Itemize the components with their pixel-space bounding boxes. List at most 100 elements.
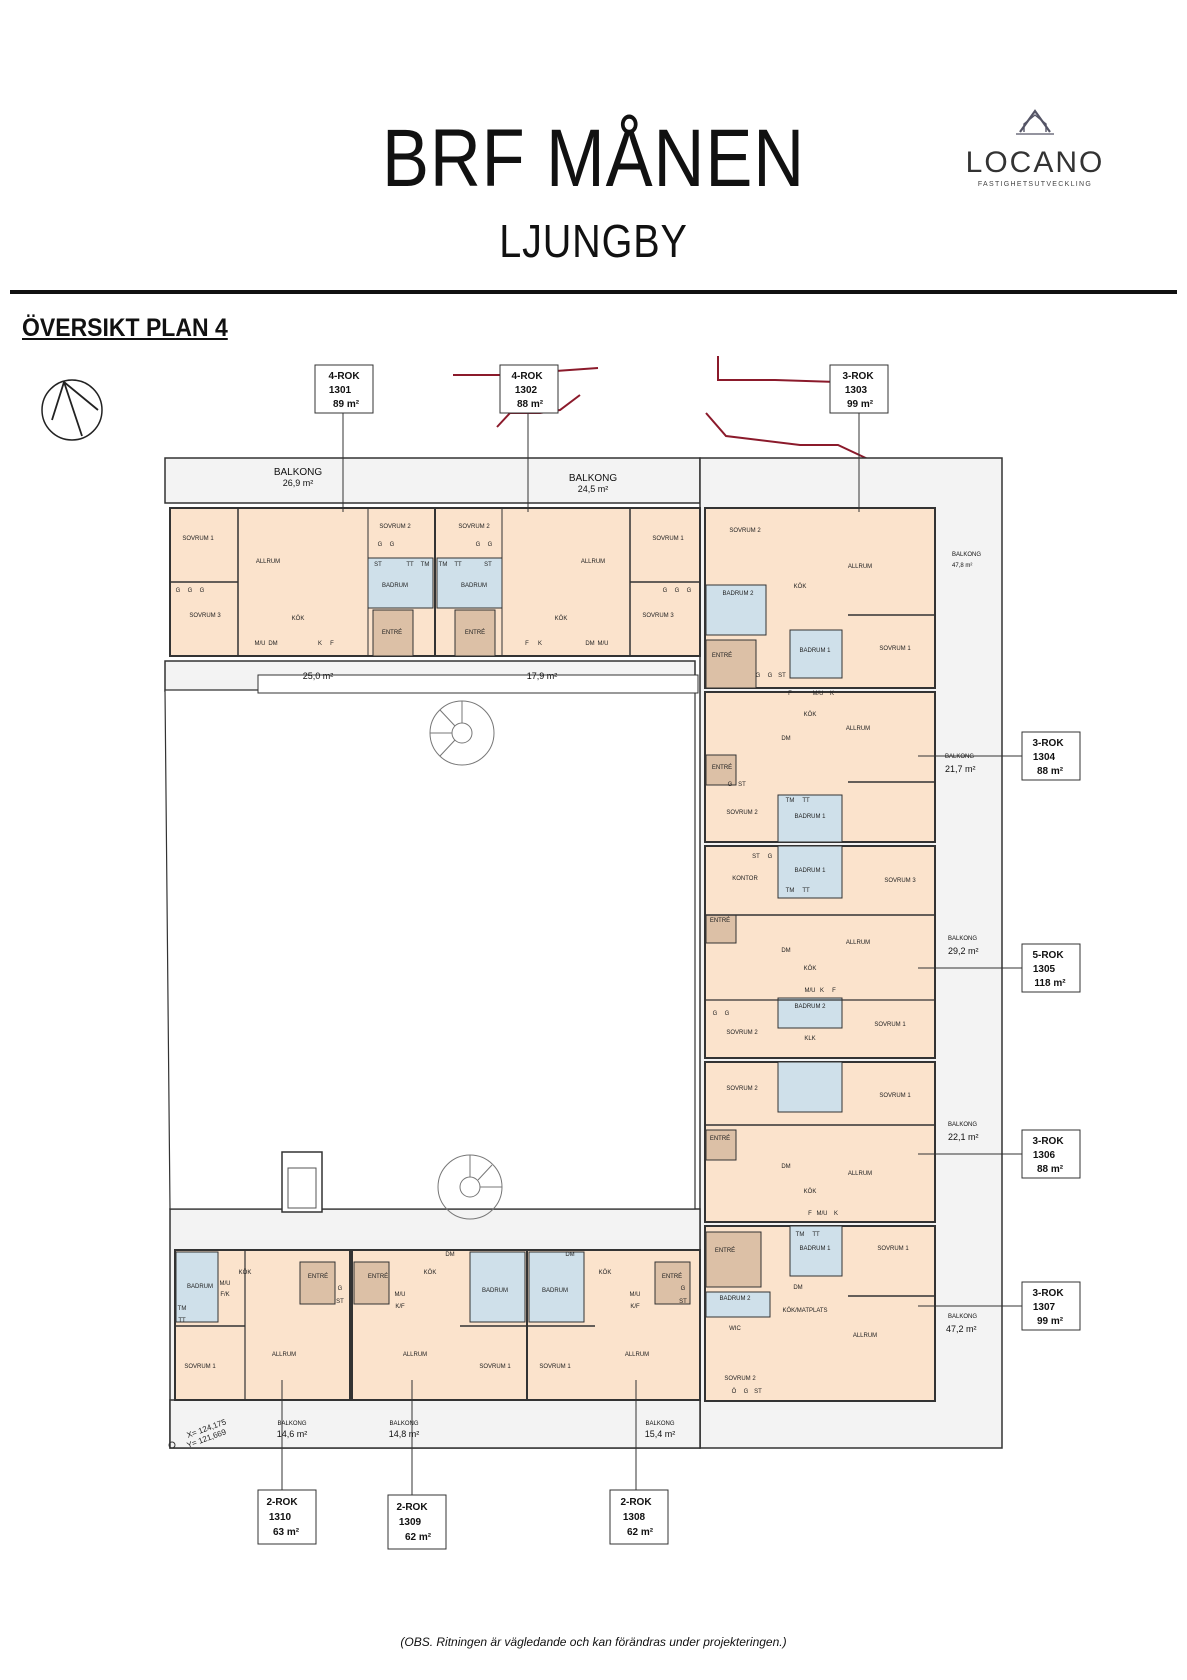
apartment-label-1304: 3-ROK 1304 88 m²	[918, 731, 1081, 781]
room-label: KÖK	[424, 1269, 437, 1276]
room-label: SOVRUM 1	[479, 1364, 511, 1370]
apartment-label-1310: 2-ROK 1310 63 m²	[257, 1380, 317, 1545]
room-label: KÖK	[804, 965, 817, 972]
apartment-label-1306: 3-ROK 1306 88 m²	[918, 1129, 1081, 1179]
fixture-labels: G G G M/U DM K F G G ST TT TM TM TT ST G…	[176, 542, 838, 1395]
apt-number: 1308	[623, 1512, 646, 1523]
fixture-kf: K/F	[630, 1304, 640, 1310]
fixture-mu: M/U	[220, 1281, 231, 1287]
balcony-label: BALKONG	[569, 473, 618, 484]
room-label: SOVRUM 2	[458, 524, 490, 530]
balcony-label: BALKONG	[948, 1314, 977, 1320]
locano-logo: LOCANO FASTIGHETSUTVECKLING	[960, 96, 1110, 188]
elevator-shaft	[281, 1151, 323, 1213]
room-label: ENTRÉ	[712, 652, 732, 659]
room-label: KLK	[804, 1036, 815, 1042]
room-label: ENTRÉ	[662, 1273, 682, 1280]
fixture-g: G	[744, 1389, 749, 1395]
fixture-g: G	[378, 542, 383, 548]
room-label: BADRUM 1	[794, 868, 826, 874]
room-label: BADRUM 2	[794, 1004, 826, 1010]
fixture-mu: M/U	[630, 1292, 641, 1298]
north-arrow-icon	[41, 379, 103, 441]
room-label: SOVRUM 3	[884, 878, 916, 884]
balcony-label: BALKONG	[274, 467, 323, 478]
disclaimer-note: (OBS. Ritningen är vägledande och kan fö…	[400, 1635, 787, 1649]
fixture-g: G	[756, 673, 761, 679]
room-label: KÖK	[804, 711, 817, 718]
fixture-k: K	[830, 691, 834, 697]
floor-plan: 4-ROK 1301 89 m² 4-ROK 1302 88 m² 3-ROK …	[41, 356, 1081, 1550]
room-label: SOVRUM 2	[726, 1086, 758, 1092]
room-label: SOVRUM 2	[726, 810, 758, 816]
balcony-area: 47,2 m²	[946, 1324, 977, 1334]
room-label: SOVRUM 2	[729, 528, 761, 534]
apt-type: 5-ROK	[1032, 950, 1064, 961]
room-label: ENTRÉ	[710, 1135, 730, 1142]
fixture-tt: TT	[406, 562, 414, 568]
balcony-area: 22,1 m²	[948, 1132, 979, 1142]
room-label: ENTRÉ	[368, 1273, 388, 1280]
apt-number: 1307	[1033, 1302, 1056, 1313]
apartment-label-1301: 4-ROK 1301 89 m²	[314, 364, 374, 512]
balcony-label: BALKONG	[945, 754, 974, 760]
fixture-g: G	[768, 673, 773, 679]
fixture-tm: TM	[439, 562, 448, 568]
room-label: SOVRUM 1	[184, 1364, 216, 1370]
fixture-st: ST	[374, 562, 382, 568]
fixture-g: G	[681, 1286, 686, 1292]
balcony-label: BALKONG	[645, 1421, 674, 1427]
fixture-tt: TT	[812, 1232, 820, 1238]
unit-1307	[704, 1225, 936, 1402]
room-label: ALLRUM	[625, 1352, 649, 1358]
apt-number: 1306	[1033, 1150, 1056, 1161]
fixture-f: F	[808, 1211, 812, 1217]
room-label: ALLRUM	[846, 940, 870, 946]
room-label: SOVRUM 1	[652, 536, 684, 542]
spiral-stair-north	[429, 700, 495, 766]
room-label: ENTRÉ	[712, 764, 732, 771]
room-label: SOVRUM 2	[724, 1376, 756, 1382]
apt-type: 4-ROK	[511, 371, 543, 382]
apartment-labels: 4-ROK 1301 89 m² 4-ROK 1302 88 m² 3-ROK …	[257, 364, 1081, 1550]
unit-1306	[704, 1061, 936, 1223]
apartment-label-1302: 4-ROK 1302 88 m²	[499, 364, 559, 512]
balcony-area: 24,5 m²	[578, 484, 609, 494]
room-label: SOVRUM 3	[189, 613, 221, 619]
room-label: ENTRÉ	[715, 1247, 735, 1254]
fixture-dm: DM	[793, 1285, 802, 1291]
fixture-g: G	[176, 588, 181, 594]
apartment-label-1309: 2-ROK 1309 62 m²	[387, 1380, 447, 1550]
unit-1303	[704, 507, 936, 689]
apt-number: 1302	[515, 385, 538, 396]
balcony-area: 47,8 m²	[952, 563, 972, 569]
fixture-tm: TM	[786, 888, 795, 894]
balcony-area: 14,6 m²	[277, 1429, 308, 1439]
room-label: SOVRUM 1	[182, 536, 214, 542]
fixture-dm: DM	[445, 1252, 454, 1258]
unit-1304	[704, 691, 936, 843]
room-label: SOVRUM 1	[877, 1246, 909, 1252]
room-label: ALLRUM	[848, 1171, 872, 1177]
balcony-label: BALKONG	[952, 552, 981, 558]
room-label: SOVRUM 1	[879, 1093, 911, 1099]
room-label: KÖK	[555, 615, 568, 622]
fixture-mu: M/U	[598, 641, 609, 647]
room-label: KÖK	[804, 1188, 817, 1195]
balcony-area: 17,9 m²	[527, 671, 558, 681]
balcony-label: BALKONG	[277, 1421, 306, 1427]
fixture-g: G	[687, 588, 692, 594]
fixture-g: G	[663, 588, 668, 594]
fixture-tm: TM	[421, 562, 430, 568]
room-label: KÖK/MATPLATS	[782, 1307, 827, 1314]
fixture-dm: DM	[565, 1252, 574, 1258]
fixture-dm: DM	[268, 641, 277, 647]
fixture-st: ST	[738, 782, 746, 788]
apt-area: 89 m²	[333, 399, 360, 410]
fixture-g: G	[675, 588, 680, 594]
apt-area: 88 m²	[1037, 766, 1064, 777]
apt-type: 2-ROK	[396, 1502, 428, 1513]
unit-1308	[526, 1249, 701, 1401]
unit-1305	[704, 845, 936, 1059]
apt-number: 1309	[399, 1517, 422, 1528]
